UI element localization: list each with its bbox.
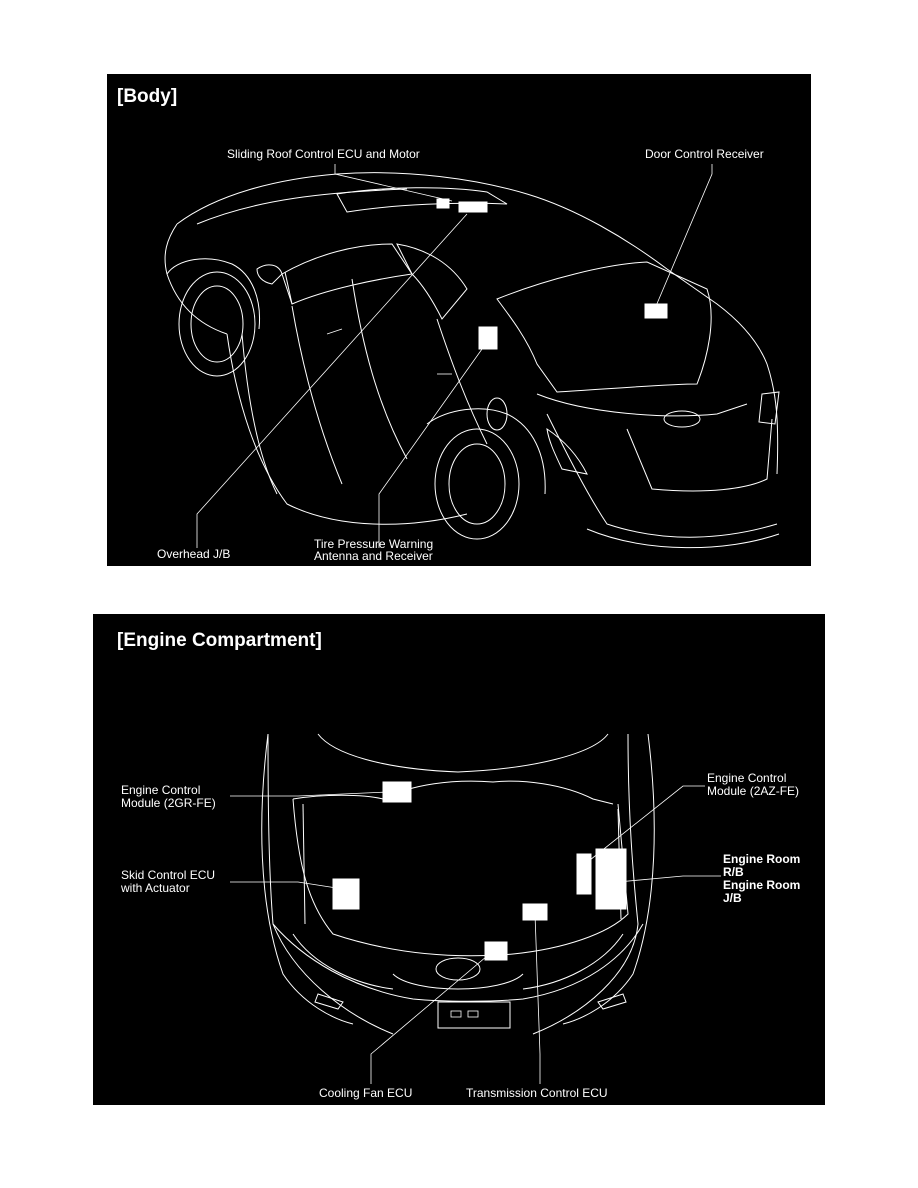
label-cooling-fan-ecu: Cooling Fan ECU	[319, 1086, 413, 1100]
label-overhead-jb: Overhead J/B	[157, 547, 231, 561]
engine-compartment-drawing	[230, 733, 721, 1084]
engine-room-rb-jb-mark	[595, 848, 627, 910]
label-skid-control-line2: with Actuator	[121, 881, 190, 895]
label-engine-room-rb-line2: R/B	[723, 865, 744, 879]
label-transmission-control-ecu: Transmission Control ECU	[466, 1086, 608, 1100]
label-engine-room-jb-line1: Engine Room	[723, 878, 801, 892]
engine-compartment-diagram-panel: [Engine Compartment] Engine Control Modu…	[93, 614, 825, 1105]
label-door-control-receiver: Door Control Receiver	[645, 147, 764, 161]
label-ecm-2gr-line2: Module (2GR-FE)	[121, 796, 216, 810]
cooling-fan-ecu-mark	[484, 941, 508, 961]
label-tire-pressure-line1: Tire Pressure Warning	[314, 537, 434, 551]
ecm-2az-mark	[576, 853, 592, 895]
car-body-drawing	[164, 164, 780, 549]
sliding-roof-motor-mark	[436, 198, 450, 209]
label-ecm-2az-line2: Module (2AZ-FE)	[707, 784, 800, 798]
label-skid-control-line1: Skid Control ECU	[121, 868, 216, 882]
skid-control-ecu-mark	[332, 878, 360, 910]
label-engine-room-rb-line1: Engine Room	[723, 852, 801, 866]
body-panel-title: [Body]	[117, 86, 178, 107]
label-tire-pressure-line2: Antenna and Receiver	[314, 549, 433, 563]
tire-pressure-receiver-mark	[478, 326, 498, 350]
body-diagram-panel: [Body] Sliding Roof Control ECU and Moto…	[107, 74, 811, 566]
sliding-roof-ecu-mark	[458, 201, 488, 213]
label-engine-room-jb-line2: J/B	[723, 891, 742, 905]
label-sliding-roof-ecu: Sliding Roof Control ECU and Motor	[227, 147, 420, 161]
label-ecm-2az-line1: Engine Control	[707, 771, 787, 785]
label-ecm-2gr-line1: Engine Control	[121, 783, 201, 797]
door-control-receiver-mark	[644, 303, 668, 319]
engine-panel-title: [Engine Compartment]	[117, 630, 322, 651]
